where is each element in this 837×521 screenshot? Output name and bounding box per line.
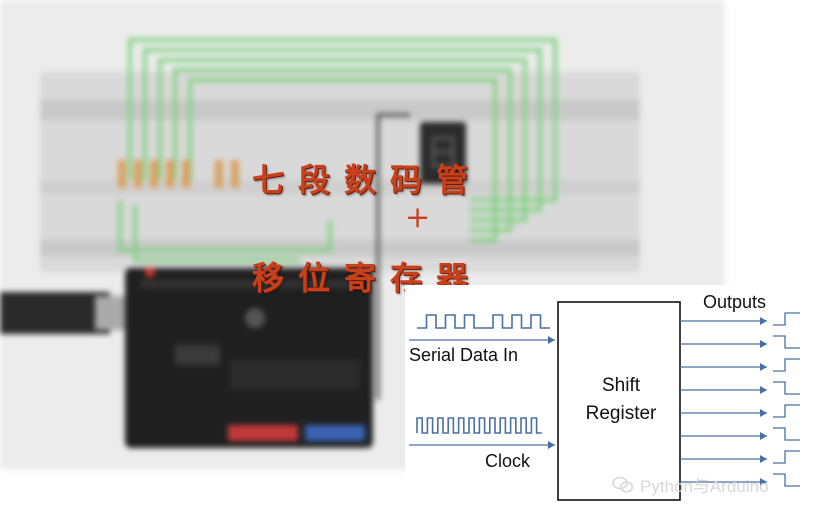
shift-register-diagram: Serial Data In Clock Outputs Shift Regis… [405, 285, 837, 521]
output-arrow [760, 340, 767, 348]
output-step-wave [773, 427, 800, 441]
title-seven-segment: 七段数码管 [252, 161, 483, 199]
watermark: Python与Arduino [612, 472, 769, 497]
shift-register-box [557, 301, 681, 501]
output-lines [680, 312, 800, 487]
output-arrow [760, 317, 767, 325]
output-step-wave [773, 312, 800, 326]
watermark-text: Python与Arduino [640, 477, 769, 496]
output-step-wave [773, 381, 800, 395]
output-arrow [760, 386, 767, 394]
outputs-label: Outputs [703, 292, 766, 312]
output-step-wave [773, 335, 800, 349]
output-step-wave [773, 473, 800, 487]
breadboard-photo [0, 0, 725, 470]
shift-label: Shift [602, 375, 641, 396]
output-step-wave [773, 404, 800, 418]
clock-waveform [416, 417, 542, 434]
output-arrow [760, 432, 767, 440]
register-label: Register [586, 403, 657, 424]
serial-data-label: Serial Data In [409, 345, 518, 365]
wechat-icon [612, 476, 634, 493]
output-arrow [760, 409, 767, 417]
output-step-wave [773, 450, 800, 464]
output-arrow [760, 455, 767, 463]
output-arrow [760, 478, 767, 486]
clock-label: Clock [485, 451, 531, 471]
output-step-wave [773, 358, 800, 372]
title-plus: + [405, 200, 431, 235]
serial-data-waveform [417, 314, 550, 329]
output-arrow [760, 363, 767, 371]
